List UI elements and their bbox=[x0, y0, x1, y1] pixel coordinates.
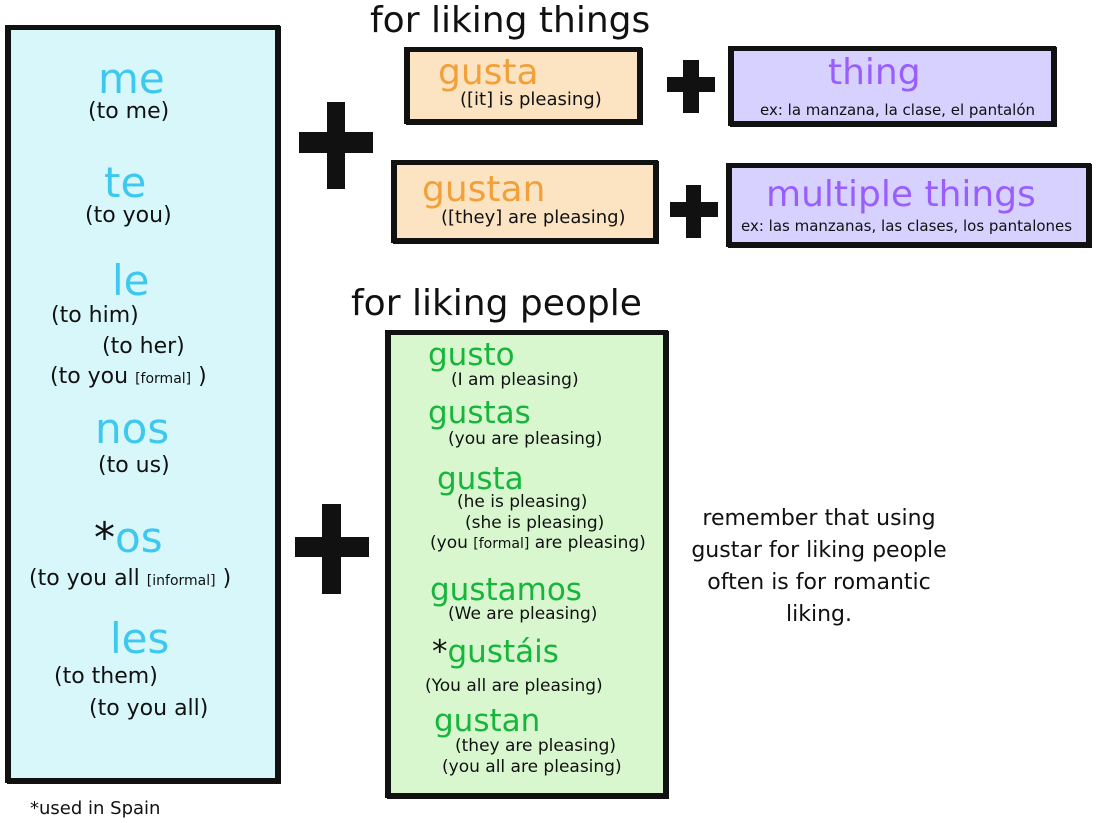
plus-icon bbox=[670, 185, 718, 238]
thing-label: thing bbox=[828, 52, 921, 93]
gloss-os-main: (to you all bbox=[29, 566, 140, 591]
people-gloss-they: (they are pleasing) bbox=[455, 736, 617, 756]
things-title: for liking things bbox=[370, 0, 651, 41]
people-verb-gusta: gusta bbox=[437, 461, 524, 497]
spain-footnote: *used in Spain bbox=[30, 798, 161, 819]
romantic-liking-note: remember that using gustar for liking pe… bbox=[691, 506, 947, 627]
plus-icon bbox=[299, 102, 373, 189]
informal-label: [informal] bbox=[146, 573, 216, 589]
thing-box bbox=[729, 46, 1056, 126]
people-gloss-gusto: (I am pleasing) bbox=[451, 370, 579, 390]
people-verb-gustais-label: gustáis bbox=[447, 634, 559, 670]
people-verb-gustamos: gustamos bbox=[430, 572, 582, 608]
people-verb-gustan: gustan bbox=[434, 703, 541, 739]
gustan-box bbox=[392, 160, 658, 243]
thing-example: ex: la manzana, la clase, el pantalón bbox=[760, 101, 1036, 119]
gloss-le-him: (to him) bbox=[51, 303, 139, 328]
multiple-things-example: ex: las manzanas, las clases, los pantal… bbox=[741, 217, 1073, 235]
people-star-marker: * bbox=[432, 634, 448, 670]
gloss-le-formal: (to you [formal] ) bbox=[50, 366, 207, 388]
gloss-les-them: (to them) bbox=[54, 664, 158, 689]
gloss-os: (to you all [informal] ) bbox=[29, 568, 231, 590]
star-marker: * bbox=[94, 513, 115, 562]
people-gloss-formal-start: (you bbox=[430, 533, 468, 553]
gloss-nos: (to us) bbox=[98, 453, 170, 478]
pronoun-te: te bbox=[104, 158, 147, 207]
things-verb-gusta: gusta bbox=[438, 52, 539, 93]
formal-label: [formal] bbox=[135, 371, 192, 387]
people-gloss-he: (he is pleasing) bbox=[457, 492, 588, 512]
multiple-things-label: multiple things bbox=[766, 174, 1036, 215]
gloss-les-you-all: (to you all) bbox=[89, 696, 209, 721]
gloss-os-close: ) bbox=[222, 566, 232, 591]
people-formal-label: [formal] bbox=[473, 536, 530, 552]
plus-icon bbox=[295, 504, 369, 594]
pronoun-os: *os bbox=[94, 517, 163, 559]
gusta-box bbox=[405, 47, 642, 124]
people-verb-gustais: *gustáis bbox=[432, 637, 559, 668]
people-title: for liking people bbox=[351, 283, 642, 324]
people-gloss-gustas: (you are pleasing) bbox=[448, 429, 603, 449]
gloss-te: (to you) bbox=[85, 203, 172, 228]
people-gloss-formal-you: (you [formal] are pleasing) bbox=[430, 535, 646, 552]
gloss-le-formal-close: ) bbox=[198, 364, 207, 389]
things-meaning-gusta: ([it] is pleasing) bbox=[460, 89, 602, 110]
pronoun-me: me bbox=[98, 54, 165, 103]
people-gloss-she: (she is pleasing) bbox=[465, 513, 605, 533]
people-gloss-gustamos: (We are pleasing) bbox=[448, 604, 598, 624]
people-forms-panel bbox=[386, 330, 668, 798]
things-meaning-gustan: ([they] are pleasing) bbox=[441, 207, 626, 228]
pronoun-le: le bbox=[112, 256, 150, 305]
people-gloss-gustais: (You all are pleasing) bbox=[425, 676, 603, 696]
pronoun-les: les bbox=[110, 614, 170, 663]
pronoun-panel bbox=[6, 25, 280, 783]
gloss-le-her: (to her) bbox=[102, 334, 185, 359]
gloss-me: (to me) bbox=[88, 99, 170, 124]
people-gloss-formal-end: are pleasing) bbox=[534, 533, 646, 553]
gloss-le-formal-main: (to you bbox=[50, 364, 129, 389]
multiple-things-box bbox=[727, 163, 1091, 247]
people-verb-gusto: gusto bbox=[428, 337, 515, 373]
people-verb-gustas: gustas bbox=[428, 395, 531, 431]
pronoun-os-label: os bbox=[115, 513, 163, 562]
people-gloss-you-all: (you all are pleasing) bbox=[442, 757, 622, 777]
pronoun-nos: nos bbox=[95, 404, 170, 453]
plus-icon bbox=[667, 60, 715, 113]
things-verb-gustan: gustan bbox=[422, 169, 546, 210]
